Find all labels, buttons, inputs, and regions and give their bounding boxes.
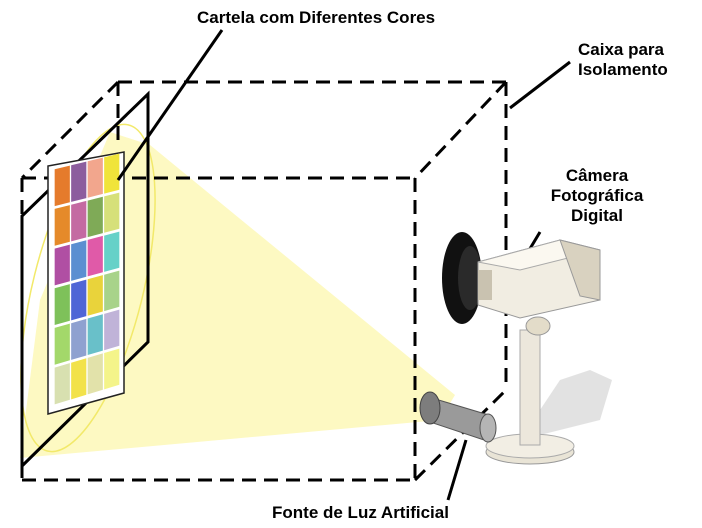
color-swatch xyxy=(54,165,70,207)
isolation-box-label: Caixa para Isolamento xyxy=(578,40,668,80)
color-swatch xyxy=(54,205,70,246)
color-swatch xyxy=(104,348,120,390)
color-swatch xyxy=(87,314,103,356)
color-swatch xyxy=(87,353,103,395)
camera-label-line1: Câmera xyxy=(565,166,629,185)
color-swatch xyxy=(104,309,120,351)
color-swatch xyxy=(71,240,87,281)
light-source-label: Fonte de Luz Artificial xyxy=(272,503,449,522)
color-swatch xyxy=(104,192,120,233)
camera-label: Câmera Fotográfica Digital xyxy=(532,166,662,226)
color-swatch xyxy=(87,196,103,238)
color-swatch xyxy=(54,363,70,405)
color-chart-swatches xyxy=(54,153,120,405)
isolation-box-label-line1: Caixa para xyxy=(578,40,664,59)
light-beam xyxy=(20,132,455,458)
color-swatch xyxy=(54,323,70,365)
color-swatch xyxy=(87,275,103,316)
color-chart-label: Cartela com Diferentes Cores xyxy=(197,8,436,27)
chart-pointer-line xyxy=(116,29,224,181)
color-swatch xyxy=(87,235,103,277)
color-swatch xyxy=(87,157,103,198)
isolation-box-label-line2: Isolamento xyxy=(578,60,668,79)
color-swatch xyxy=(54,284,70,326)
camera-label-line2: Fotográfica xyxy=(550,186,644,205)
color-swatch xyxy=(71,200,87,242)
camera-icon xyxy=(442,232,612,465)
box-pointer-line xyxy=(509,60,571,110)
camera-label-line3: Digital xyxy=(571,206,623,225)
color-swatch xyxy=(71,318,87,360)
color-swatch xyxy=(104,153,120,194)
color-swatch xyxy=(71,358,87,400)
color-swatch xyxy=(104,270,120,312)
color-swatch xyxy=(71,161,87,202)
color-swatch xyxy=(71,279,87,321)
light-pointer-line xyxy=(446,439,468,501)
lamp-icon xyxy=(419,391,497,443)
color-swatch xyxy=(54,244,70,286)
light-spot-ellipse xyxy=(20,123,156,453)
color-swatch xyxy=(104,231,120,272)
